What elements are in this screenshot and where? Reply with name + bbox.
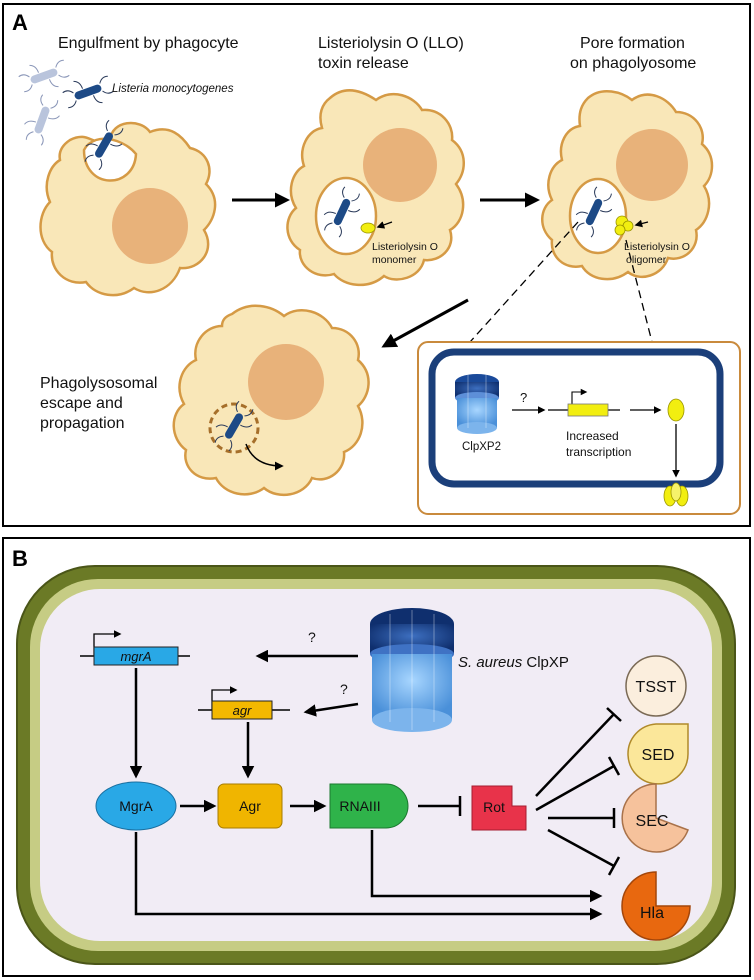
rot: Rot <box>471 785 527 831</box>
zoom-line-left <box>469 221 579 343</box>
species-label: Listeria monocytogenes <box>112 83 234 95</box>
arrow-mgra-to-hla <box>134 832 603 921</box>
rnaiii-label: RNAIII <box>339 798 380 814</box>
inset-text-line1: Increased <box>566 429 619 443</box>
panel-b-letter: B <box>12 546 28 571</box>
step3-title-line1: Pore formation <box>580 35 685 52</box>
step4-title-line2: escape and <box>40 395 123 412</box>
llo-monomer <box>360 222 376 234</box>
nucleus-1 <box>112 188 188 264</box>
rot-label: Rot <box>483 799 505 815</box>
zoom-line-right <box>625 239 653 343</box>
panel-a-letter: A <box>12 10 28 35</box>
clpxp2-inset: ClpXP2 ? Increased transcription <box>417 341 741 515</box>
escape-arrow <box>245 443 284 471</box>
rnaiii: RNAIII <box>329 783 409 829</box>
llo-monomer-label-1: Listeriolysin O <box>372 241 438 253</box>
llo-gene <box>548 388 620 417</box>
arrow-clpxp-to-agr <box>303 702 359 717</box>
llo-protein-icon <box>667 398 685 422</box>
nucleus-2 <box>363 128 437 202</box>
inhibit-rot-to-toxins <box>535 707 622 876</box>
bacterial-cell-envelope <box>428 348 724 488</box>
toxin-tsst-label: TSST <box>636 679 677 696</box>
toxin-sed-label: SED <box>642 747 675 764</box>
cell-llo-release: Listeriolysin O monomer <box>286 89 465 286</box>
cell-escape <box>172 304 370 496</box>
agr-protein: Agr <box>217 783 283 829</box>
ruptured-phagosome <box>208 402 260 454</box>
mgra-gene: mgrA <box>80 630 190 666</box>
inset-question: ? <box>520 390 527 405</box>
clpxp-species: S. aureus <box>458 654 523 671</box>
llo-oligomer <box>614 215 634 236</box>
question-mgra: ? <box>308 629 316 645</box>
clpxp-label: S. aureus ClpXP <box>458 654 569 671</box>
step3-title-line2: on phagolyosome <box>570 55 696 72</box>
toxin-hla-label: Hla <box>640 905 664 922</box>
phagosome-2 <box>314 176 378 256</box>
arrow-step3-to-4 <box>381 298 469 348</box>
llo-pore-icon <box>663 482 689 507</box>
arrow-rnaiii-to-hla <box>370 830 603 903</box>
step4-title-line3: propagation <box>40 415 125 432</box>
toxin-hla: Hla <box>621 871 691 941</box>
clpxp2-label: ClpXP2 <box>462 441 501 453</box>
llo-monomer-label-2: monomer <box>372 254 417 266</box>
panel-a: A Engulfment by phagocyte Listeriolysin … <box>2 3 751 527</box>
toxin-sec: SEC <box>621 783 689 853</box>
cell-pore-formation: Listeriolysin O oligomer <box>541 90 714 281</box>
llo-oligomer-label-1: Listeriolysin O <box>624 241 690 253</box>
step4-title-line1: Phagolysosomal <box>40 375 157 392</box>
agr-protein-label: Agr <box>239 798 261 814</box>
toxin-tsst: TSST <box>625 655 687 717</box>
clpxp2-protease-icon <box>455 374 499 434</box>
toxin-sec-label: SEC <box>636 813 669 830</box>
nucleus-3 <box>616 129 688 201</box>
mgra-protein: MgrA <box>95 781 177 831</box>
clpxp-name: ClpXP <box>526 654 569 671</box>
clpxp-protease-icon <box>370 608 454 732</box>
panel-b: B mgrA agr S. aureus C <box>2 537 751 977</box>
cell-engulfment <box>39 119 217 297</box>
free-bacteria <box>18 59 114 146</box>
nucleus-4 <box>248 344 324 420</box>
inhibit-rnaiii-to-rot <box>418 796 462 816</box>
step2-title-line2: toxin release <box>318 55 409 72</box>
toxin-sed: SED <box>627 723 689 785</box>
mgra-protein-label: MgrA <box>119 798 153 814</box>
mgra-gene-label: mgrA <box>120 649 151 664</box>
phagosome-3 <box>568 177 628 255</box>
llo-oligomer-label-2: oligomer <box>626 254 667 266</box>
question-agr: ? <box>340 681 348 697</box>
step1-title: Engulfment by phagocyte <box>58 35 239 52</box>
cytoplasm <box>40 589 712 941</box>
agr-gene-label: agr <box>233 703 252 718</box>
step2-title-line1: Listeriolysin O (LLO) <box>318 35 464 52</box>
inset-text-line2: transcription <box>566 445 631 459</box>
agr-gene: agr <box>198 686 290 720</box>
